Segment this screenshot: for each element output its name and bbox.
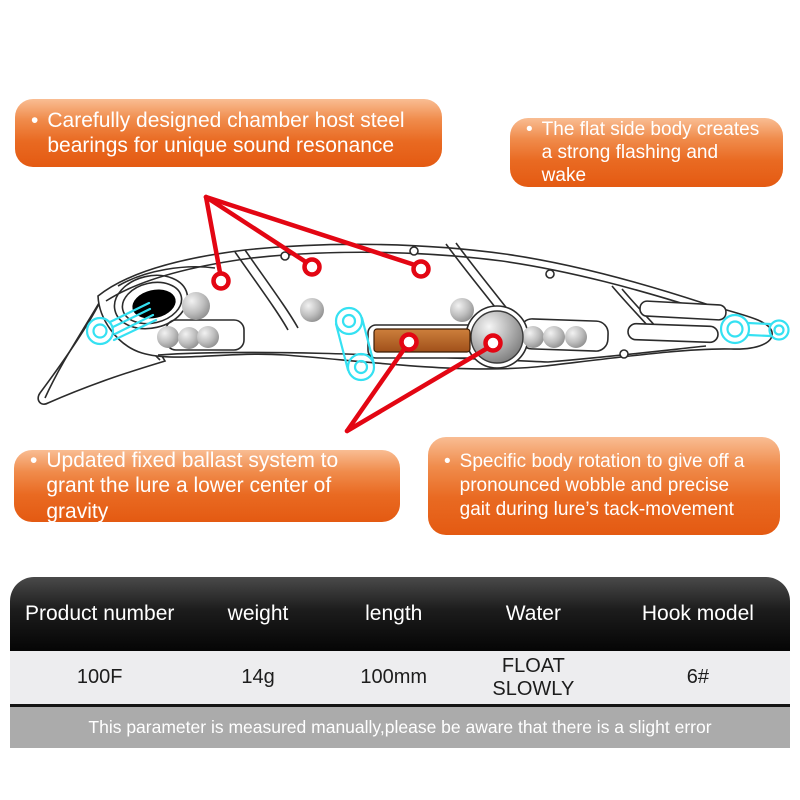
header-cell-hook-model: Hook model — [641, 602, 754, 625]
vent-hole — [280, 251, 290, 261]
ballast-weight — [373, 328, 471, 353]
callout-bearings-text: Carefully designed chamber host steel be… — [47, 108, 405, 157]
header-cell-length: length — [365, 602, 423, 625]
annotation-lines — [203, 194, 503, 434]
nose-line-tie-ring — [85, 301, 158, 346]
steel-bearing — [543, 326, 565, 348]
callout-rotation-text: Specific body rotation to give off a pro… — [459, 451, 745, 520]
callout-ballast-text: Updated fixed ballast system to grant th… — [46, 449, 339, 523]
vent-hole — [409, 246, 419, 256]
spec-table-row: 100F 14g 100mm FLOAT SLOWLY 6# — [10, 651, 790, 707]
callout-flat-side: • The flat side body creates a strong fl… — [510, 118, 783, 187]
steel-bearing — [300, 298, 324, 322]
disclaimer-text: This parameter is measured manually,plea… — [88, 717, 712, 737]
annotation-marker — [302, 257, 322, 277]
steel-bearing — [197, 326, 219, 348]
row-cell-length: 100mm — [360, 666, 428, 688]
annotation-marker — [411, 259, 431, 279]
steel-bearing — [450, 298, 474, 322]
header-cell-weight: weight — [227, 602, 289, 625]
header-cell-product-number: Product number — [24, 602, 175, 625]
annotation-marker — [483, 333, 503, 353]
row-cell-water: FLOAT SLOWLY — [492, 654, 575, 700]
vent-hole — [545, 269, 555, 279]
row-cell-weight: 14g — [241, 666, 275, 688]
steel-bearing — [522, 326, 544, 348]
bullet-icon: • — [444, 451, 451, 473]
disclaimer-bar: This parameter is measured manually,plea… — [10, 707, 790, 748]
steel-bearing — [157, 326, 179, 348]
bullet-icon: • — [30, 449, 38, 473]
steel-bearing — [565, 326, 587, 348]
annotation-marker — [399, 332, 419, 352]
header-cell-water: Water — [505, 602, 561, 625]
spec-table: Product number weight length Water Hook … — [10, 577, 790, 748]
vent-hole — [619, 349, 629, 359]
callout-rotation: • Specific body rotation to give off a p… — [428, 437, 780, 535]
callout-bearings: • Carefully designed chamber host steel … — [15, 99, 442, 167]
callout-flat-side-text: The flat side body creates a strong flas… — [541, 118, 760, 187]
tail-hook-hanger — [719, 313, 790, 345]
callout-ballast: • Updated fixed ballast system to grant … — [14, 449, 400, 523]
row-cell-hook-model: 6# — [686, 666, 710, 688]
spec-table-header: Product number weight length Water Hook … — [10, 577, 790, 651]
bullet-icon: • — [31, 108, 39, 132]
steel-bearing — [182, 292, 210, 320]
steel-bearing — [178, 327, 200, 349]
annotation-marker — [211, 271, 231, 291]
bullet-icon: • — [526, 118, 533, 140]
row-cell-product-number: 100F — [76, 666, 123, 688]
belly-hook-hanger — [334, 306, 376, 382]
